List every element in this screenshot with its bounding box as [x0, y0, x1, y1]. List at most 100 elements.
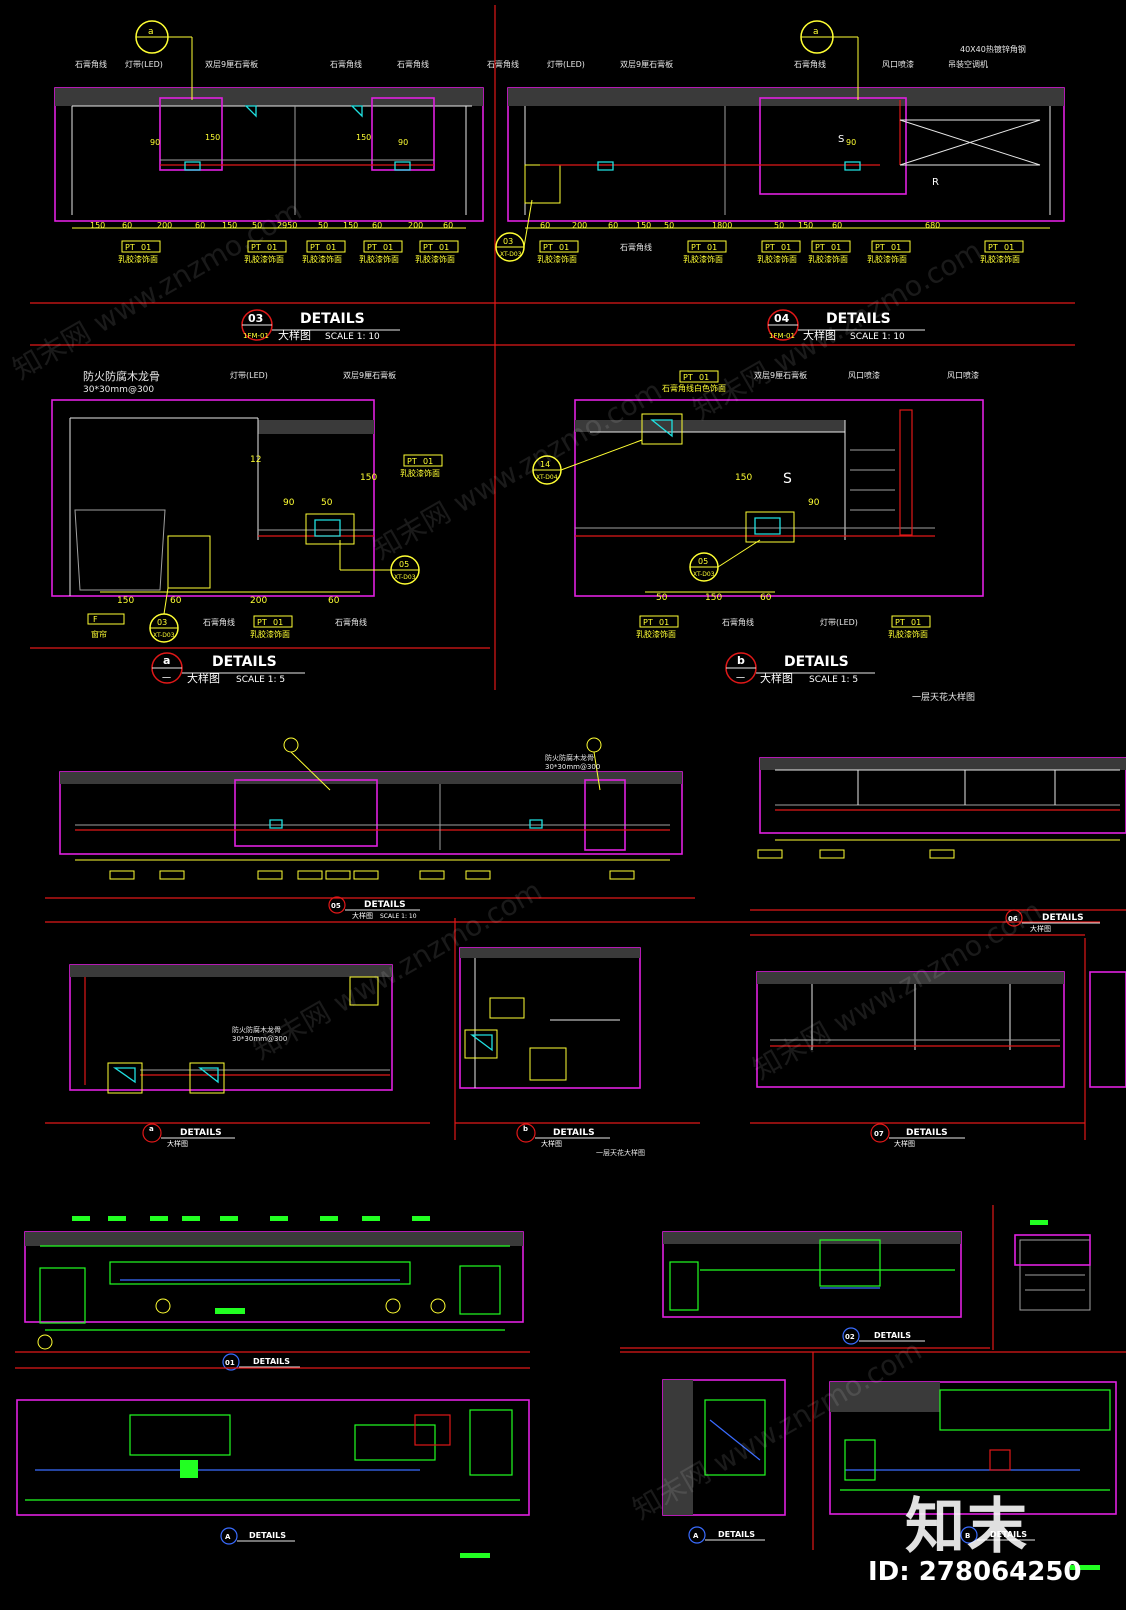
pt-04-2l: 乳胶漆饰面: [683, 254, 723, 264]
label-fire-keel-a2: 防火防腐木龙骨: [232, 1025, 281, 1034]
title-a-cn: 大样图: [187, 671, 220, 685]
curtain-label: 窗帘: [91, 629, 107, 639]
watermark-logo: 知末: [905, 1492, 1029, 1562]
detail-b-pt-tags: [639, 370, 931, 628]
detail-B-drawing: [460, 1381, 1117, 1570]
pt-04-3l: 乳胶漆饰面: [757, 254, 797, 264]
pt-03-1n: 01: [141, 243, 151, 252]
r-mark-1: R: [932, 177, 939, 188]
dim-a-0: 150: [117, 596, 134, 606]
callout-05-num-a: 05: [399, 560, 409, 569]
title-block-A2: [688, 1526, 765, 1544]
dim-03-9: 60: [372, 221, 382, 230]
title-block-a: [151, 652, 305, 684]
pt-03-4: PT: [367, 243, 377, 252]
dim-03-4: 150: [222, 221, 237, 230]
detail-01-drawing: [15, 1231, 530, 1353]
title-06-num: 06: [1008, 915, 1018, 923]
callout-05-num-b: 05: [698, 557, 708, 566]
label-vent-spray-1: 风口喷漆: [882, 59, 914, 69]
title-07-label: DETAILS: [906, 1128, 948, 1138]
dim-04-4: 50: [664, 221, 674, 230]
detail-04-pt-tags: [539, 240, 1024, 253]
dim-a-v90: 90: [283, 498, 295, 508]
label-led-strip-1: 灯带(LED): [125, 59, 163, 69]
label-fire-keel-spec-05: 30*30mm@300: [545, 763, 600, 771]
dim-b-0: 50: [656, 593, 668, 603]
detail-03-pt-tags: [121, 240, 459, 253]
callout-03-ref-a: XT-D03: [153, 632, 175, 639]
ceiling-detail-note-2: 一层天花大样图: [596, 1148, 645, 1157]
s-mark-1: S: [838, 134, 844, 145]
f-mark: F: [93, 615, 98, 624]
title-b-num: b: [737, 654, 745, 667]
detail-06-drawing: [759, 757, 1126, 1140]
title-01-label: DETAILS: [253, 1357, 290, 1366]
label-ac-hanger: 吊装空调机: [948, 59, 988, 69]
pt-b-1n: 01: [699, 373, 709, 382]
dim-03-5: 50: [252, 221, 262, 230]
title-04-num: 04: [774, 312, 790, 325]
pt-a-2n: 01: [273, 618, 283, 627]
label-led-strip-3: 灯带(LED): [230, 370, 268, 380]
title-block-b2: [516, 1123, 610, 1143]
title-07-num: 07: [874, 1130, 884, 1138]
title-block-04: [767, 309, 925, 341]
title-a2-num: a: [149, 1125, 154, 1133]
callout-03-num-a: 03: [157, 618, 167, 627]
title-b-cn: 大样图: [760, 671, 793, 685]
detail-04-callout: [495, 20, 859, 262]
title-04-cn: 大样图: [803, 328, 836, 342]
pt-04-3: PT: [765, 243, 775, 252]
title-B-num: B: [965, 1532, 970, 1540]
title-03-label: DETAILS: [300, 311, 365, 327]
title-B-label: DETAILS: [990, 1530, 1027, 1539]
pt-03-3: PT: [310, 243, 320, 252]
title-02-label: DETAILS: [874, 1331, 911, 1340]
pt-03-2: PT: [251, 243, 261, 252]
pt-b-1: PT: [683, 373, 693, 382]
label-angle-steel: 40X40热镀锌角钢: [960, 44, 1026, 54]
label-gypsum-cornice-1: 石膏角线: [75, 59, 107, 69]
title-04-scale: SCALE 1: 10: [850, 332, 905, 342]
label-gypsum-cornice-3: 石膏角线: [397, 59, 429, 69]
detail-a-callouts: [87, 540, 420, 643]
pt-a-1l: 乳胶漆饰面: [400, 468, 440, 478]
pt-04-2: PT: [691, 243, 701, 252]
dim-04-3: 150: [636, 221, 651, 230]
pt-a-1n: 01: [423, 457, 433, 466]
pt-04-6n: 01: [1004, 243, 1014, 252]
pt-04-4l: 乳胶漆饰面: [808, 254, 848, 264]
callout-05-ref-a: XT-D03: [394, 574, 416, 581]
detail-03-callout: [135, 20, 193, 100]
pt-04-3n: 01: [781, 243, 791, 252]
detail-b2-drawing: [454, 918, 700, 1140]
pt-b-2n: 01: [659, 618, 669, 627]
title-b-scale: SCALE 1: 5: [809, 675, 858, 685]
dim-03-7: 50: [318, 221, 328, 230]
detail-a-pt-tags: [253, 454, 443, 628]
dim-a-3: 60: [328, 596, 340, 606]
dim-03-1: 60: [122, 221, 132, 230]
title-04-ref: 1FM-01: [769, 332, 795, 340]
title-01-num: 01: [225, 1359, 235, 1367]
pt-b-3n: 01: [911, 618, 921, 627]
title-a-scale: SCALE 1: 5: [236, 675, 285, 685]
title-03-scale: SCALE 1: 10: [325, 332, 380, 342]
dim-04-7: 150: [798, 221, 813, 230]
title-block-B: [960, 1526, 1035, 1544]
pt-04-4n: 01: [831, 243, 841, 252]
title-b-ref: 一: [736, 674, 745, 684]
title-05-cn: 大样图: [352, 911, 373, 920]
title-a-num: a: [163, 654, 170, 667]
dim-04-6: 50: [774, 221, 784, 230]
label-gypsum-cornice-7: 石膏角线: [335, 617, 367, 627]
title-A2-label: DETAILS: [718, 1530, 755, 1539]
label-gypsum-cornice-8: 石膏角线: [722, 617, 754, 627]
detail-06-pt-tags: [757, 849, 955, 859]
title-06-label: DETAILS: [1042, 913, 1084, 923]
pt-a-2: PT: [257, 618, 267, 627]
detail-b-drawing: [574, 399, 984, 597]
pt-03-3l: 乳胶漆饰面: [302, 254, 342, 264]
